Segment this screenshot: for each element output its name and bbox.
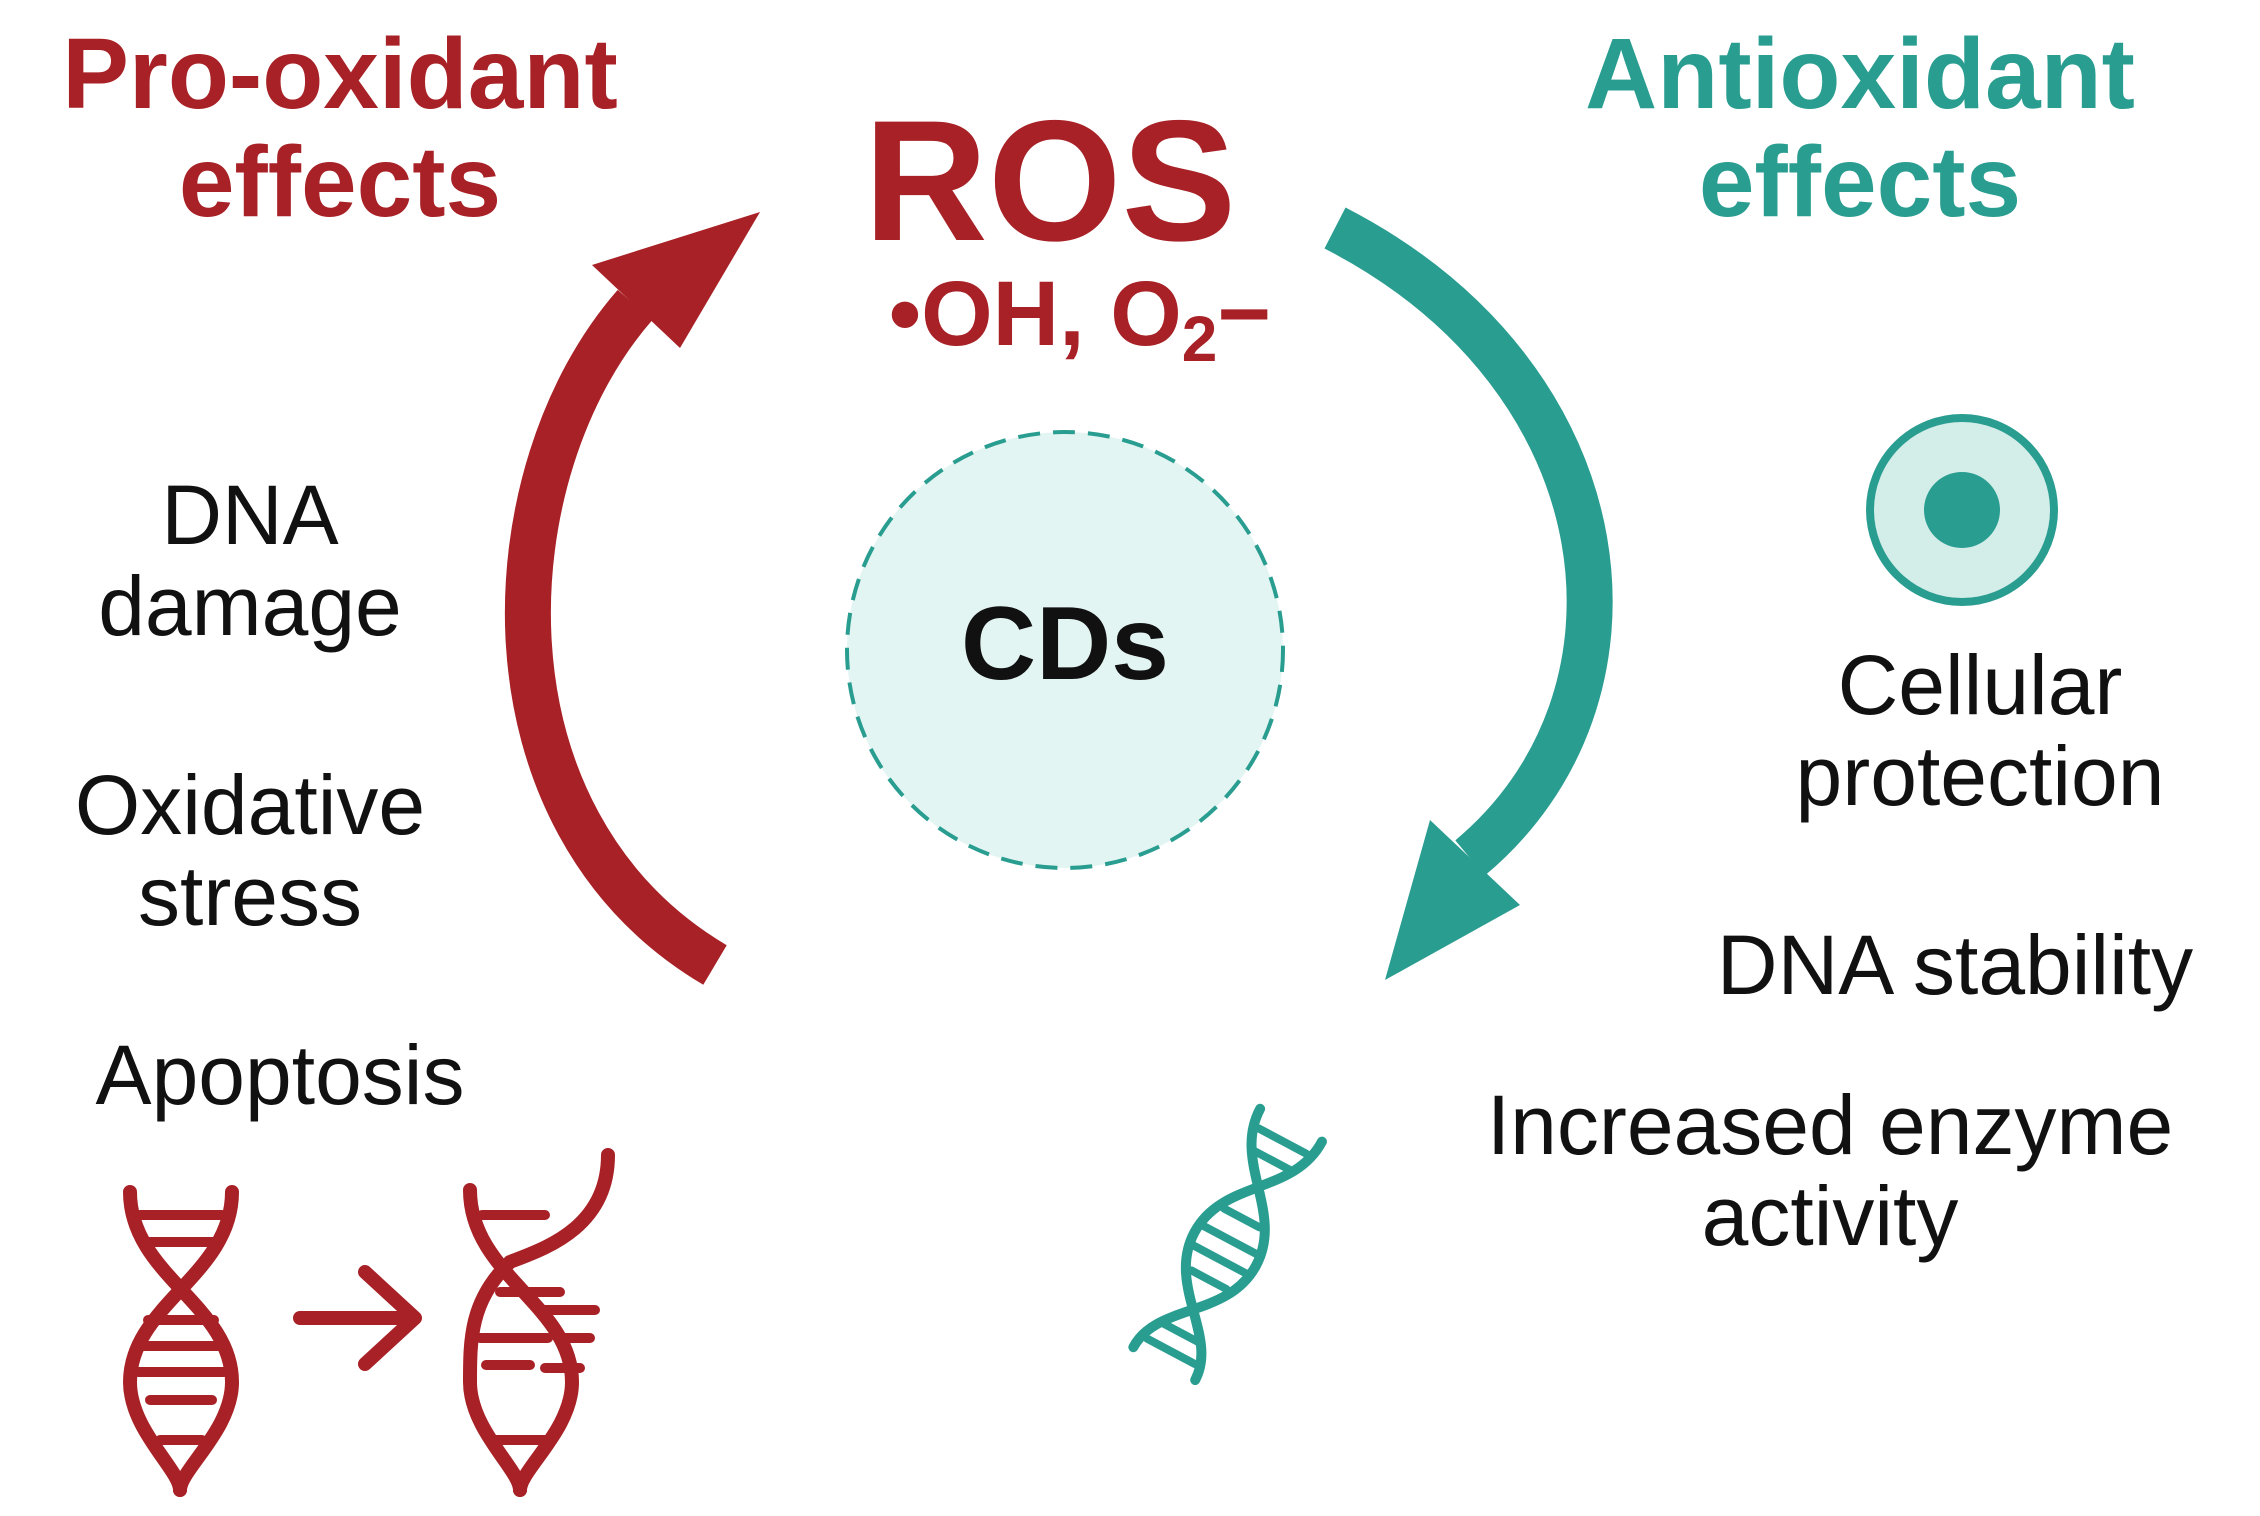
- anti-effect-cellular-protection: Cellular protection: [1795, 638, 2165, 823]
- ros-title: ROS: [863, 85, 1237, 277]
- anti-effect-enzyme-activity: Increased enzyme activity: [1486, 1078, 2174, 1263]
- ros-species-prefix: •OH, O: [888, 263, 1182, 365]
- pro-effect-apoptosis: Apoptosis: [95, 1028, 465, 1122]
- pro-oxidant-curved-arrow-icon: [504, 212, 760, 985]
- damaged-dna-helix-icon: [462, 1148, 615, 1497]
- ros-species: •OH, O2−: [790, 268, 1370, 371]
- antioxidant-curved-arrow-icon: [1324, 207, 1613, 980]
- right-arrow-icon: [293, 1265, 422, 1371]
- dna-helix-icon: [122, 1185, 240, 1497]
- cds-label: CDs: [960, 586, 1170, 702]
- pro-oxidant-title: Pro-oxidant effects: [62, 18, 618, 238]
- ros-species-subscript: 2: [1181, 303, 1218, 375]
- antioxidant-title: Antioxidant effects: [1585, 18, 2135, 238]
- pro-effect-dna-damage: DNA damage: [98, 468, 402, 653]
- anti-effect-dna-stability: DNA stability: [1716, 918, 2194, 1012]
- cds-circle: [845, 430, 1285, 870]
- cell-target-icon: [1866, 414, 2058, 606]
- ros-species-suffix: −: [1217, 263, 1272, 365]
- stable-dna-helix-icon: [1128, 1103, 1327, 1386]
- pro-effect-oxidative-stress: Oxidative stress: [74, 758, 426, 943]
